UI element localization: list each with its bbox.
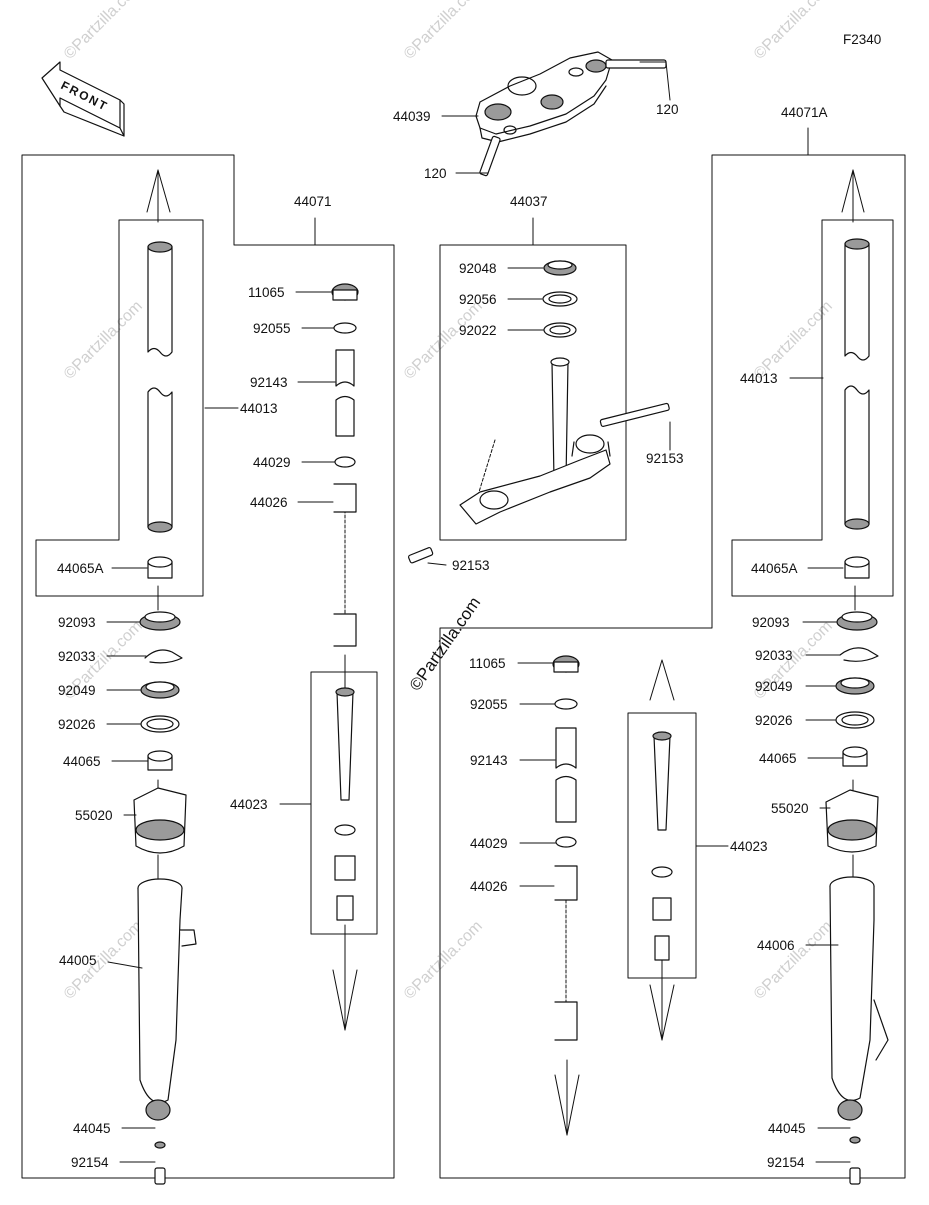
part-label-44023-left[interactable]: 44023 bbox=[230, 797, 268, 812]
part-label-92143-left[interactable]: 92143 bbox=[250, 375, 288, 390]
part-label-92026-left[interactable]: 92026 bbox=[58, 717, 96, 732]
part-label-44065-left[interactable]: 44065 bbox=[63, 754, 101, 769]
left-inner-tube bbox=[133, 241, 197, 1185]
part-label-44065a-right[interactable]: 44065A bbox=[751, 561, 798, 576]
part-label-92154-left[interactable]: 92154 bbox=[71, 1155, 109, 1170]
part-label-92022[interactable]: 92022 bbox=[459, 323, 497, 338]
steering-stem-parts bbox=[408, 260, 670, 564]
watermark-text: ©Partzilla.com bbox=[61, 0, 146, 63]
part-label-92153-upper[interactable]: 92153 bbox=[646, 451, 684, 466]
part-label-55020-left[interactable]: 55020 bbox=[75, 808, 113, 823]
part-label-11065-right[interactable]: 11065 bbox=[469, 656, 506, 671]
part-label-120-top[interactable]: 120 bbox=[656, 102, 679, 117]
part-label-92048[interactable]: 92048 bbox=[459, 261, 497, 276]
part-label-92093-right[interactable]: 92093 bbox=[752, 615, 790, 630]
part-label-92153-lower[interactable]: 92153 bbox=[452, 558, 490, 573]
leader-lines bbox=[106, 61, 851, 1163]
part-label-44026-left[interactable]: 44026 bbox=[250, 495, 288, 510]
watermark-text: ©Partzilla.com bbox=[751, 0, 836, 63]
partzilla-stamp: ©Partzilla.com bbox=[406, 593, 485, 694]
watermark-text: ©Partzilla.com bbox=[401, 918, 486, 1003]
part-label-92033-left[interactable]: 92033 bbox=[58, 649, 96, 664]
part-label-11065-left[interactable]: 11065 bbox=[248, 285, 285, 300]
left-cartridge bbox=[331, 283, 359, 921]
part-label-44006[interactable]: 44006 bbox=[757, 938, 795, 953]
part-label-44045-right[interactable]: 44045 bbox=[768, 1121, 806, 1136]
part-label-44013-right[interactable]: 44013 bbox=[740, 371, 778, 386]
part-label-92049-left[interactable]: 92049 bbox=[58, 683, 96, 698]
part-label-92056[interactable]: 92056 bbox=[459, 292, 497, 307]
watermark-text: ©Partzilla.com bbox=[401, 298, 486, 383]
part-label-92055-left[interactable]: 92055 bbox=[253, 321, 291, 336]
part-label-120-bottom[interactable]: 120 bbox=[424, 166, 447, 181]
part-label-44029-left[interactable]: 44029 bbox=[253, 455, 291, 470]
part-label-92154-right[interactable]: 92154 bbox=[767, 1155, 805, 1170]
watermark-text: ©Partzilla.com bbox=[61, 298, 146, 383]
part-label-44029-right[interactable]: 44029 bbox=[470, 836, 508, 851]
watermark-text: ©Partzilla.com bbox=[401, 0, 486, 63]
part-label-44039[interactable]: 44039 bbox=[393, 109, 431, 124]
part-label-44037[interactable]: 44037 bbox=[510, 194, 548, 209]
part-label-44065a-left[interactable]: 44065A bbox=[57, 561, 104, 576]
part-label-44026-right[interactable]: 44026 bbox=[470, 879, 508, 894]
part-label-44071a[interactable]: 44071A bbox=[781, 105, 828, 120]
direction-arrows bbox=[146, 169, 865, 1136]
part-label-44023-right[interactable]: 44023 bbox=[730, 839, 768, 854]
right-cartridge bbox=[552, 655, 673, 1041]
part-label-92143-right[interactable]: 92143 bbox=[470, 753, 508, 768]
part-label-44013-left[interactable]: 44013 bbox=[240, 401, 278, 416]
right-inner-tube bbox=[825, 238, 889, 1185]
upper-triple-clamp bbox=[475, 51, 667, 177]
figure-code: F2340 bbox=[843, 32, 882, 47]
part-label-92033-right[interactable]: 92033 bbox=[755, 648, 793, 663]
front-arrow: FRONT bbox=[41, 61, 125, 137]
part-label-44005[interactable]: 44005 bbox=[59, 953, 97, 968]
part-label-44071[interactable]: 44071 bbox=[294, 194, 332, 209]
part-label-44045-left[interactable]: 44045 bbox=[73, 1121, 111, 1136]
part-label-92049-right[interactable]: 92049 bbox=[755, 679, 793, 694]
part-label-55020-right[interactable]: 55020 bbox=[771, 801, 809, 816]
part-label-92093-left[interactable]: 92093 bbox=[58, 615, 96, 630]
part-label-92026-right[interactable]: 92026 bbox=[755, 713, 793, 728]
part-label-44065-right[interactable]: 44065 bbox=[759, 751, 797, 766]
watermarks: ©Partzilla.com ©Partzilla.com ©Partzilla… bbox=[61, 0, 836, 1003]
part-label-92055-right[interactable]: 92055 bbox=[470, 697, 508, 712]
watermark-text: ©Partzilla.com bbox=[751, 918, 836, 1003]
